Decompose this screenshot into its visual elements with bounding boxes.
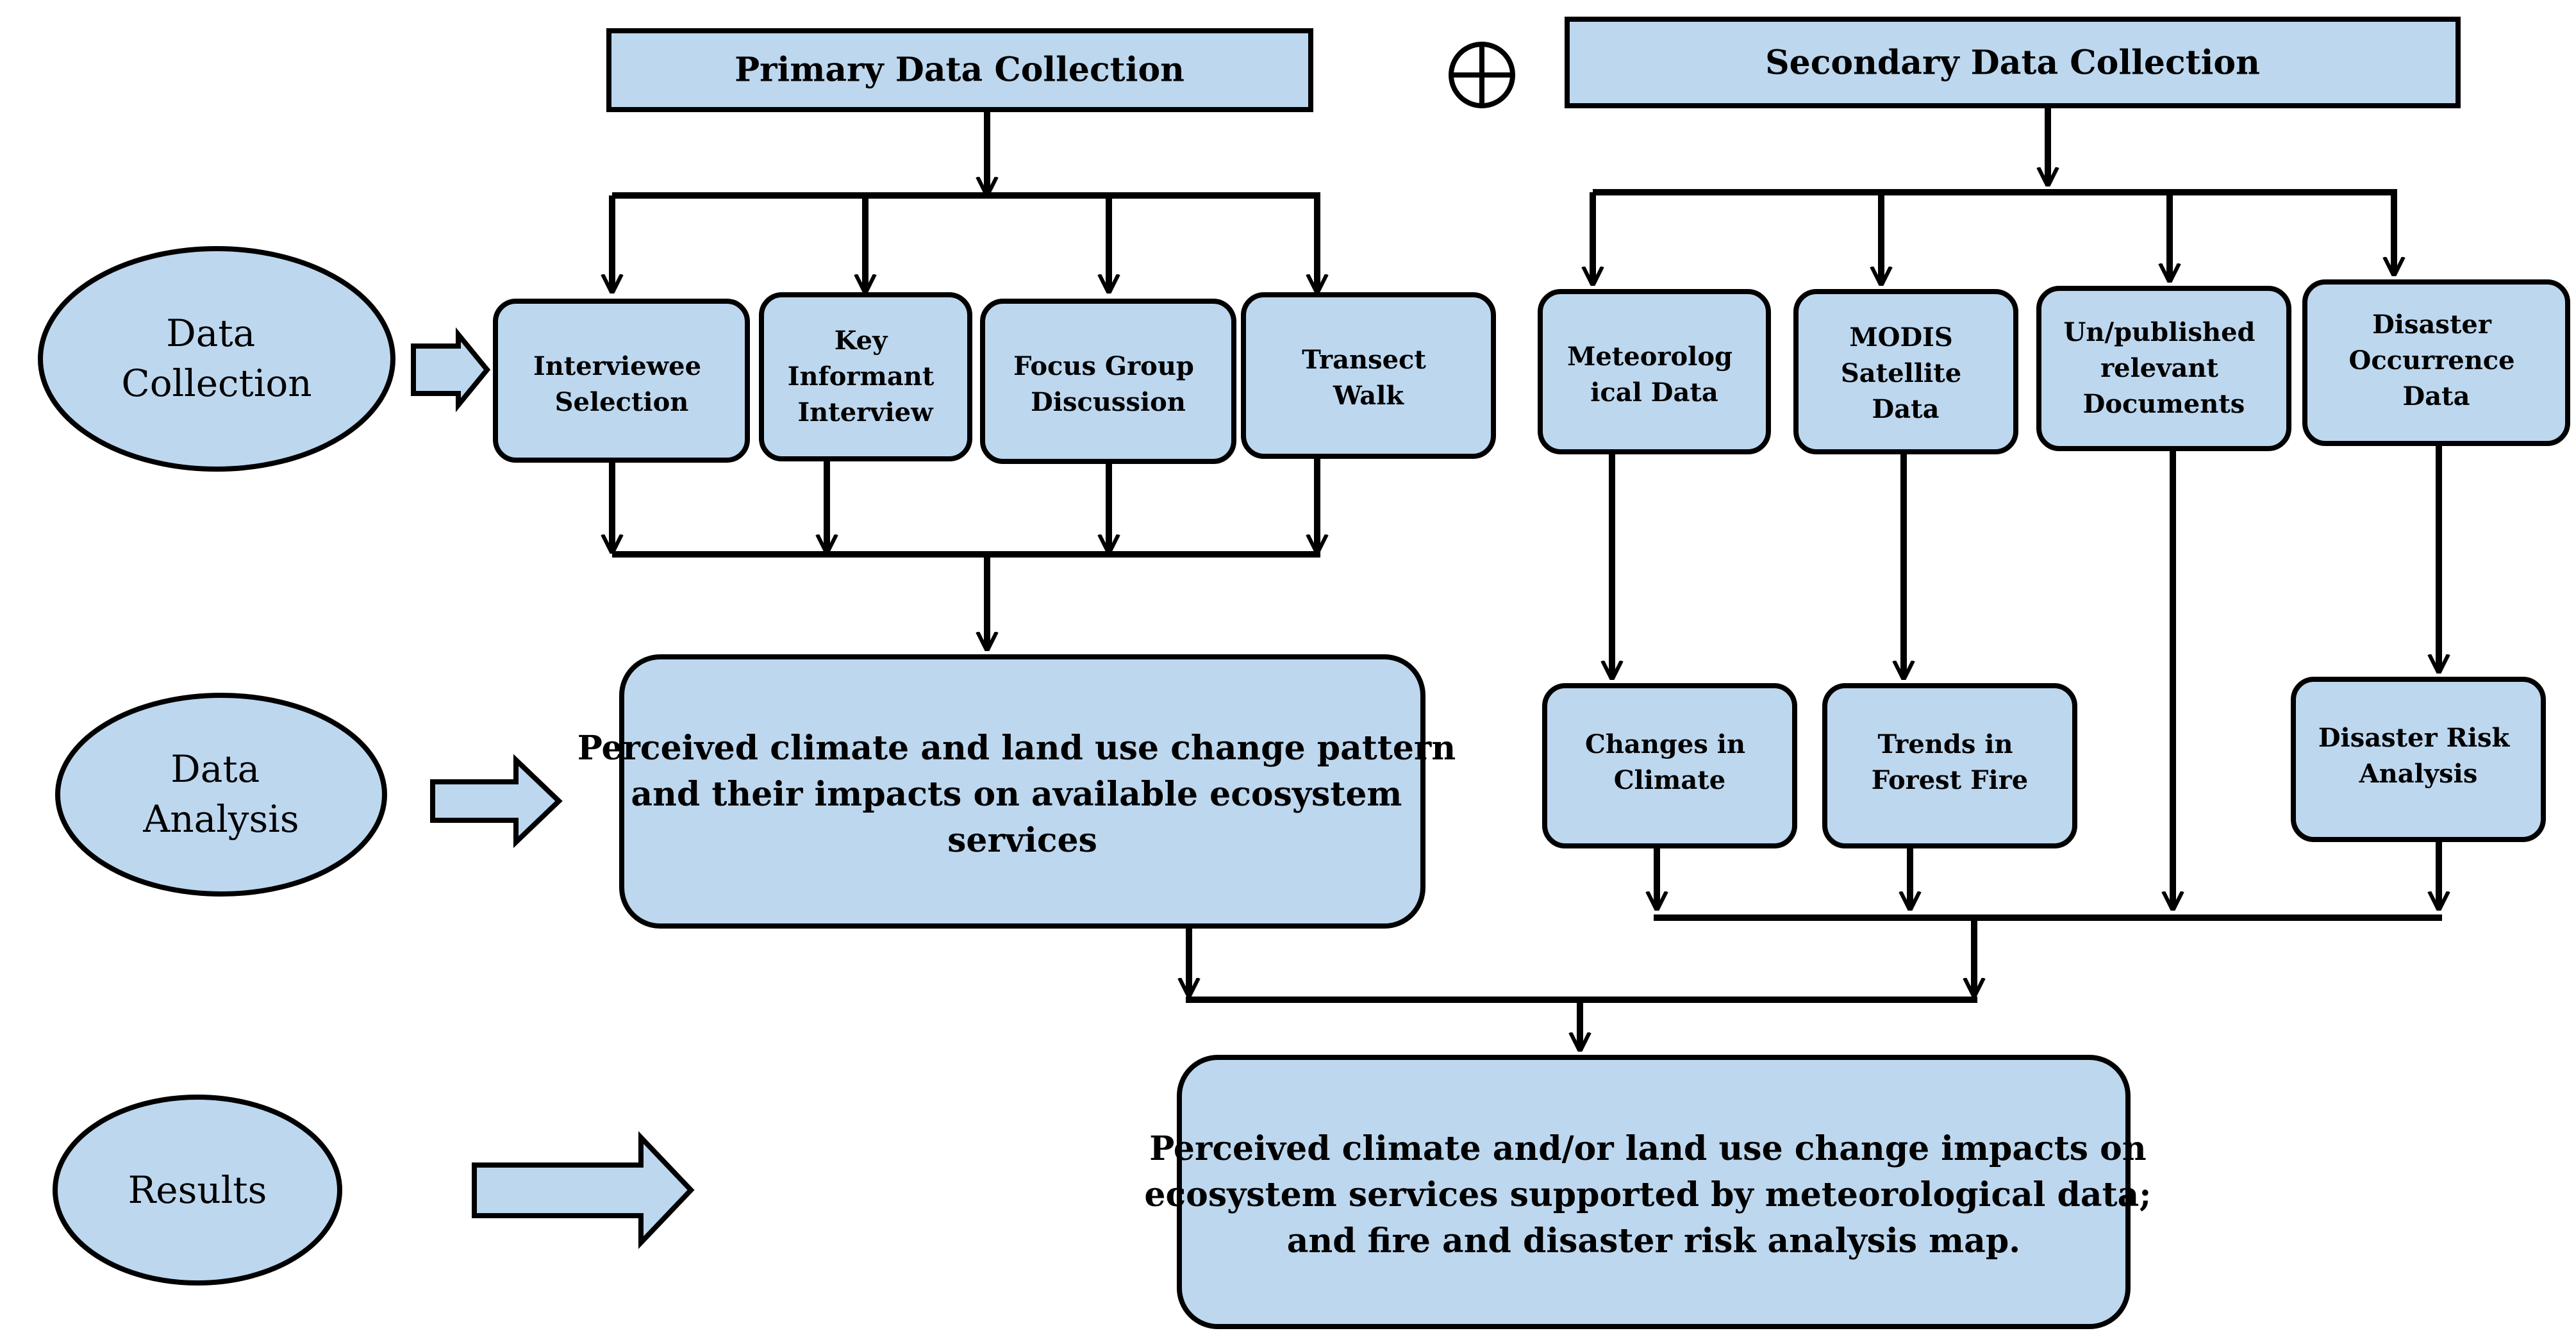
analysis-trends-in-forest-fire: Trends in Forest Fire xyxy=(1822,683,2077,848)
primary-header-label: Primary Data Collection xyxy=(735,51,1184,90)
method-transect-walk: Transect Walk xyxy=(1241,292,1496,459)
analysis-label: Disaster Risk Analysis xyxy=(2318,723,2518,789)
analysis-changes-in-climate: Changes in Climate xyxy=(1542,683,1797,848)
stage-data-collection: Data Collection xyxy=(38,246,395,472)
method-label: Key Informant Interview xyxy=(788,326,943,427)
method-label: Transect Walk xyxy=(1302,345,1435,411)
primary-analysis-box: Perceived climate and land use change pa… xyxy=(578,654,1468,929)
primary-analysis-text: Perceived climate and land use change pa… xyxy=(578,729,1468,860)
results-box: Perceived climate and/or land use change… xyxy=(1144,1055,2163,1329)
stage-data-analysis: Data Analysis xyxy=(55,693,387,897)
source-modis-satellite-data: MODIS Satellite Data xyxy=(1793,289,2018,454)
source-label: Disaster Occurrence Data xyxy=(2348,310,2523,411)
results-text: Perceived climate and/or land use change… xyxy=(1144,1129,2163,1261)
source-meteorological-data: Meteorolog ical Data xyxy=(1538,289,1771,454)
stage-arrow-collection xyxy=(411,327,491,413)
secondary-header-label: Secondary Data Collection xyxy=(1765,44,2260,83)
source-label: MODIS Satellite Data xyxy=(1841,322,1970,424)
secondary-data-collection-header: Secondary Data Collection xyxy=(1565,17,2461,108)
source-label: Un/published relevant Documents xyxy=(2064,317,2264,419)
stage-arrow-results xyxy=(472,1130,695,1250)
stage-arrow-analysis xyxy=(430,754,563,848)
stage-results: Results xyxy=(53,1095,342,1286)
stage-label: Data Analysis xyxy=(142,747,299,841)
method-focus-group-discussion: Focus Group Discussion xyxy=(980,299,1236,464)
source-label: Meteorolog ical Data xyxy=(1567,342,1741,408)
method-label: Interviewee Selection xyxy=(533,351,710,417)
primary-connectors xyxy=(612,110,1320,647)
result-connectors xyxy=(1186,918,1977,1048)
method-interviewee-selection: Interviewee Selection xyxy=(493,299,750,463)
source-disaster-occurrence-data: Disaster Occurrence Data xyxy=(2302,279,2570,446)
stage-label: Results xyxy=(128,1168,267,1212)
analysis-disaster-risk: Disaster Risk Analysis xyxy=(2291,677,2546,842)
analysis-label: Changes in Climate xyxy=(1585,729,1754,795)
method-label: Focus Group Discussion xyxy=(1013,351,1203,417)
primary-data-collection-header: Primary Data Collection xyxy=(606,28,1313,112)
method-key-informant-interview: Key Informant Interview xyxy=(759,292,972,461)
secondary-connectors xyxy=(1593,106,2442,921)
source-unpublished-documents: Un/published relevant Documents xyxy=(2036,286,2291,451)
circled-plus-icon xyxy=(1449,42,1515,108)
stage-label: Data Collection xyxy=(121,311,312,405)
analysis-label: Trends in Forest Fire xyxy=(1872,729,2028,795)
